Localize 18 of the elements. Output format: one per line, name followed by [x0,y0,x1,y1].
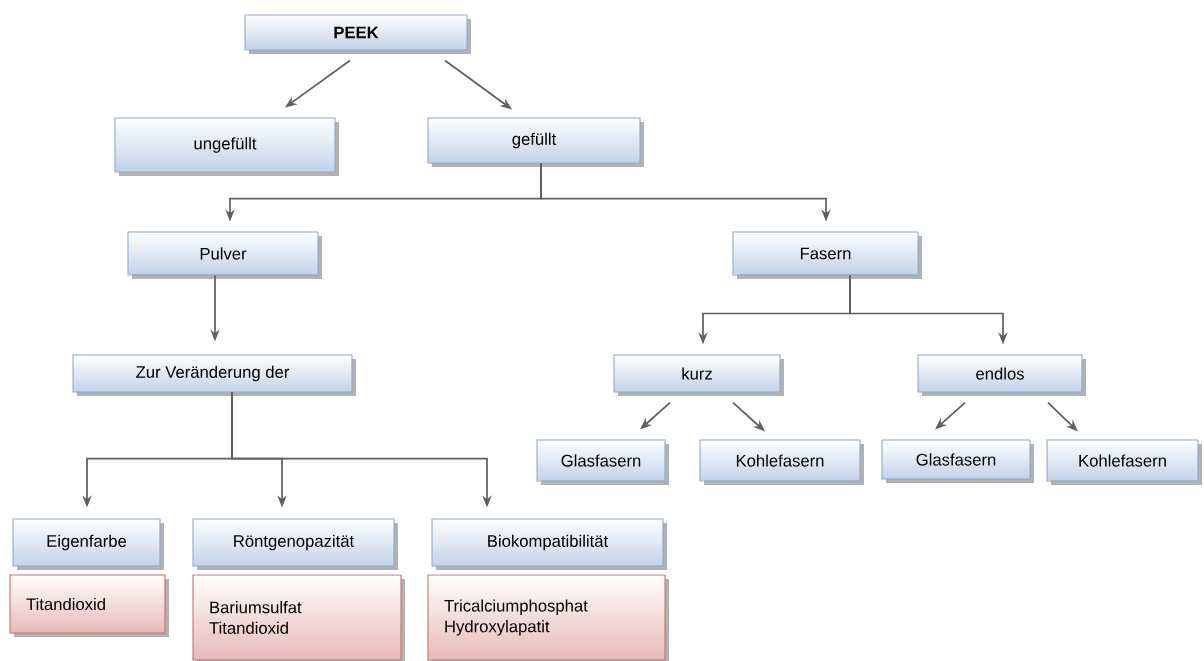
category-box: gefüllt [427,117,644,167]
category-box: kurz [613,354,784,396]
category-box: Pulver [127,231,322,279]
category-box: Kohlefasern [699,439,864,485]
category-box: Biokompatibilität [431,518,667,570]
category-box: Zur Veränderung der [72,354,356,396]
category-box: Röntgenopazität [192,518,398,570]
substance-box: Tricalciumphosphat Hydroxylapatit [427,574,669,661]
category-box: endlos [917,354,1086,396]
category-box: Eigenfarbe [12,518,164,570]
category-box: Kohlefasern [1046,439,1202,485]
substance-box: Bariumsulfat Titandioxid [192,574,405,661]
category-box: ungefüllt [114,117,339,176]
category-box: Glasfasern [881,439,1034,483]
substance-box: Titandioxid [9,574,169,637]
category-box: Fasern [732,231,922,279]
category-box: PEEK [244,14,471,54]
category-box: Glasfasern [536,439,669,485]
